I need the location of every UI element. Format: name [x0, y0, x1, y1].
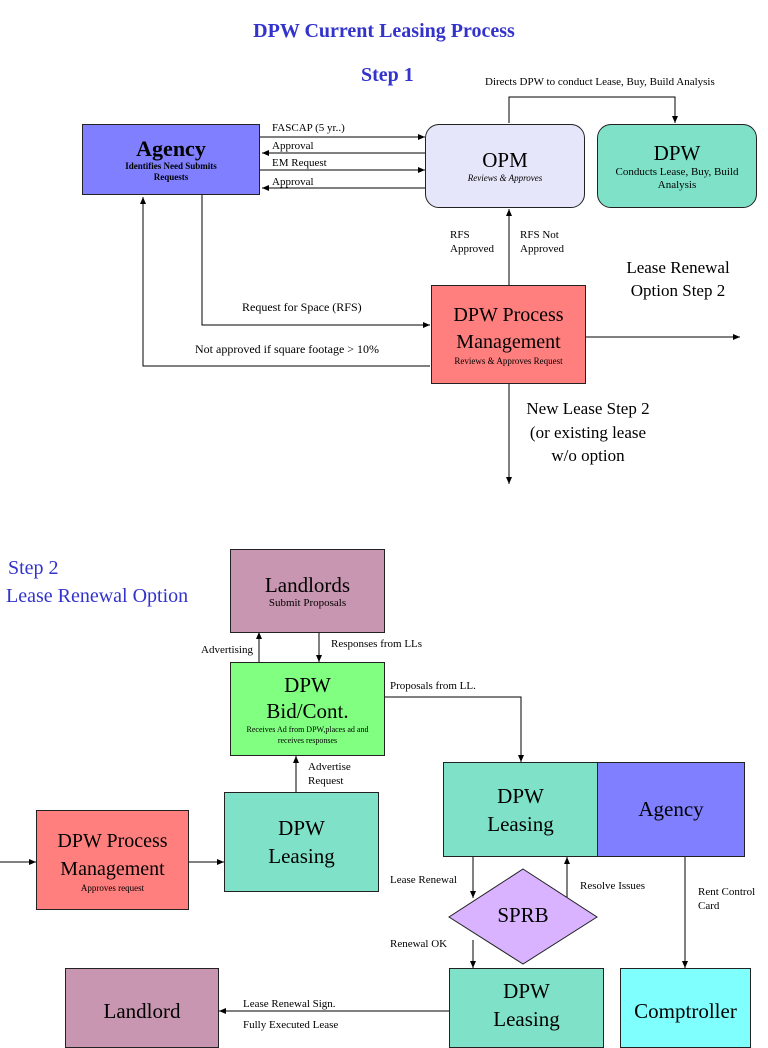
lease-renewal-label: Lease Renewal — [390, 874, 457, 886]
agency-sub: Identifies Need Submits Requests — [125, 160, 217, 182]
responses-label: Responses from LLs — [331, 638, 423, 650]
executed-lease-label: Fully Executed Lease — [243, 1019, 339, 1031]
dpw-leasing-box-3: DPW Leasing — [449, 968, 604, 1048]
comptroller-title: Comptroller — [634, 999, 737, 1023]
process-sub: Reviews & Approves Request — [454, 356, 563, 366]
opm-sub: Reviews & Approves — [467, 173, 543, 183]
rfs-label: Request for Space (RFS) — [242, 300, 362, 314]
landlords-box: Landlords Submit Proposals — [230, 549, 385, 633]
fascap-label: FASCAP (5 yr..) — [272, 122, 345, 134]
process2-sub: Approves request — [80, 882, 145, 893]
page-title: DPW Current Leasing Process — [253, 20, 515, 42]
bid-cont-box: DPW Bid/Cont. Receives Ad from DPW,place… — [230, 662, 385, 756]
rfs-approved-label: RFS Approved — [450, 229, 494, 255]
dpw-leasing-box-1: DPW Leasing — [224, 792, 379, 892]
landlords-sub: Submit Proposals — [268, 597, 347, 609]
leasing2-title: DPW Leasing — [487, 783, 554, 836]
lease-sign-label: Lease Renewal Sign. — [243, 998, 336, 1010]
step2-label: Step 2 — [8, 557, 59, 579]
proposals-label: Proposals from LL. — [390, 680, 476, 692]
landlord-title: Landlord — [103, 999, 181, 1023]
process-management-box: DPW Process Management Reviews & Approve… — [431, 285, 586, 384]
sprb-title: SPRB — [497, 903, 549, 927]
lease-renewal-step2-label: Lease Renewal Option Step 2 — [626, 258, 730, 300]
advertise-request-label: Advertise Request — [308, 761, 351, 787]
dpw-title: DPW — [653, 140, 701, 165]
opm-title: OPM — [482, 148, 528, 172]
agency-title: Agency — [136, 135, 206, 161]
bid-title: DPW Bid/Cont. — [266, 673, 349, 723]
connector-lines — [0, 96, 740, 1014]
step2-subtitle: Lease Renewal Option — [6, 585, 189, 607]
approval-label-2: Approval — [272, 176, 314, 188]
process-title: DPW Process Management — [453, 304, 564, 353]
step1-label: Step 1 — [361, 64, 414, 86]
landlord-box: Landlord — [65, 968, 219, 1048]
process-management-box-2: DPW Process Management Approves request — [36, 810, 189, 910]
advertising-label: Advertising — [201, 644, 253, 656]
sprb-diamond — [448, 868, 598, 965]
opm-box: OPM Reviews & Approves — [425, 124, 585, 208]
landlords-title: Landlords — [264, 573, 351, 597]
dpw-sub: Conducts Lease, Buy, Build Analysis — [615, 165, 739, 191]
agency-box: Agency Identifies Need Submits Requests — [82, 124, 260, 195]
dpw-leasing-box-2: DPW Leasing — [443, 762, 598, 857]
leasing3-title: DPW Leasing — [493, 979, 560, 1031]
agency-box-2: Agency — [597, 762, 745, 857]
comptroller-box: Comptroller — [620, 968, 751, 1048]
bid-sub: Receives Ad from DPW,places ad and recei… — [246, 725, 369, 745]
process2-title: DPW Process Management — [57, 829, 168, 880]
agency2-title: Agency — [638, 797, 704, 821]
dpw-analysis-box: DPW Conducts Lease, Buy, Build Analysis — [597, 124, 757, 208]
approval-label-1: Approval — [272, 140, 314, 152]
em-request-label: EM Request — [272, 157, 327, 169]
not-approved-label: Not approved if square footage > 10% — [195, 342, 380, 356]
new-lease-step2-label: New Lease Step 2 (or existing lease w/o … — [526, 399, 650, 465]
leasing1-title: DPW Leasing — [268, 816, 335, 868]
directs-label: Directs DPW to conduct Lease, Buy, Build… — [485, 76, 715, 88]
rent-control-label: Rent Control Card — [698, 886, 756, 912]
resolve-issues-label: Resolve Issues — [580, 880, 646, 892]
renewal-ok-label: Renewal OK — [390, 938, 448, 950]
rfs-not-approved-label: RFS Not Approved — [520, 229, 564, 255]
